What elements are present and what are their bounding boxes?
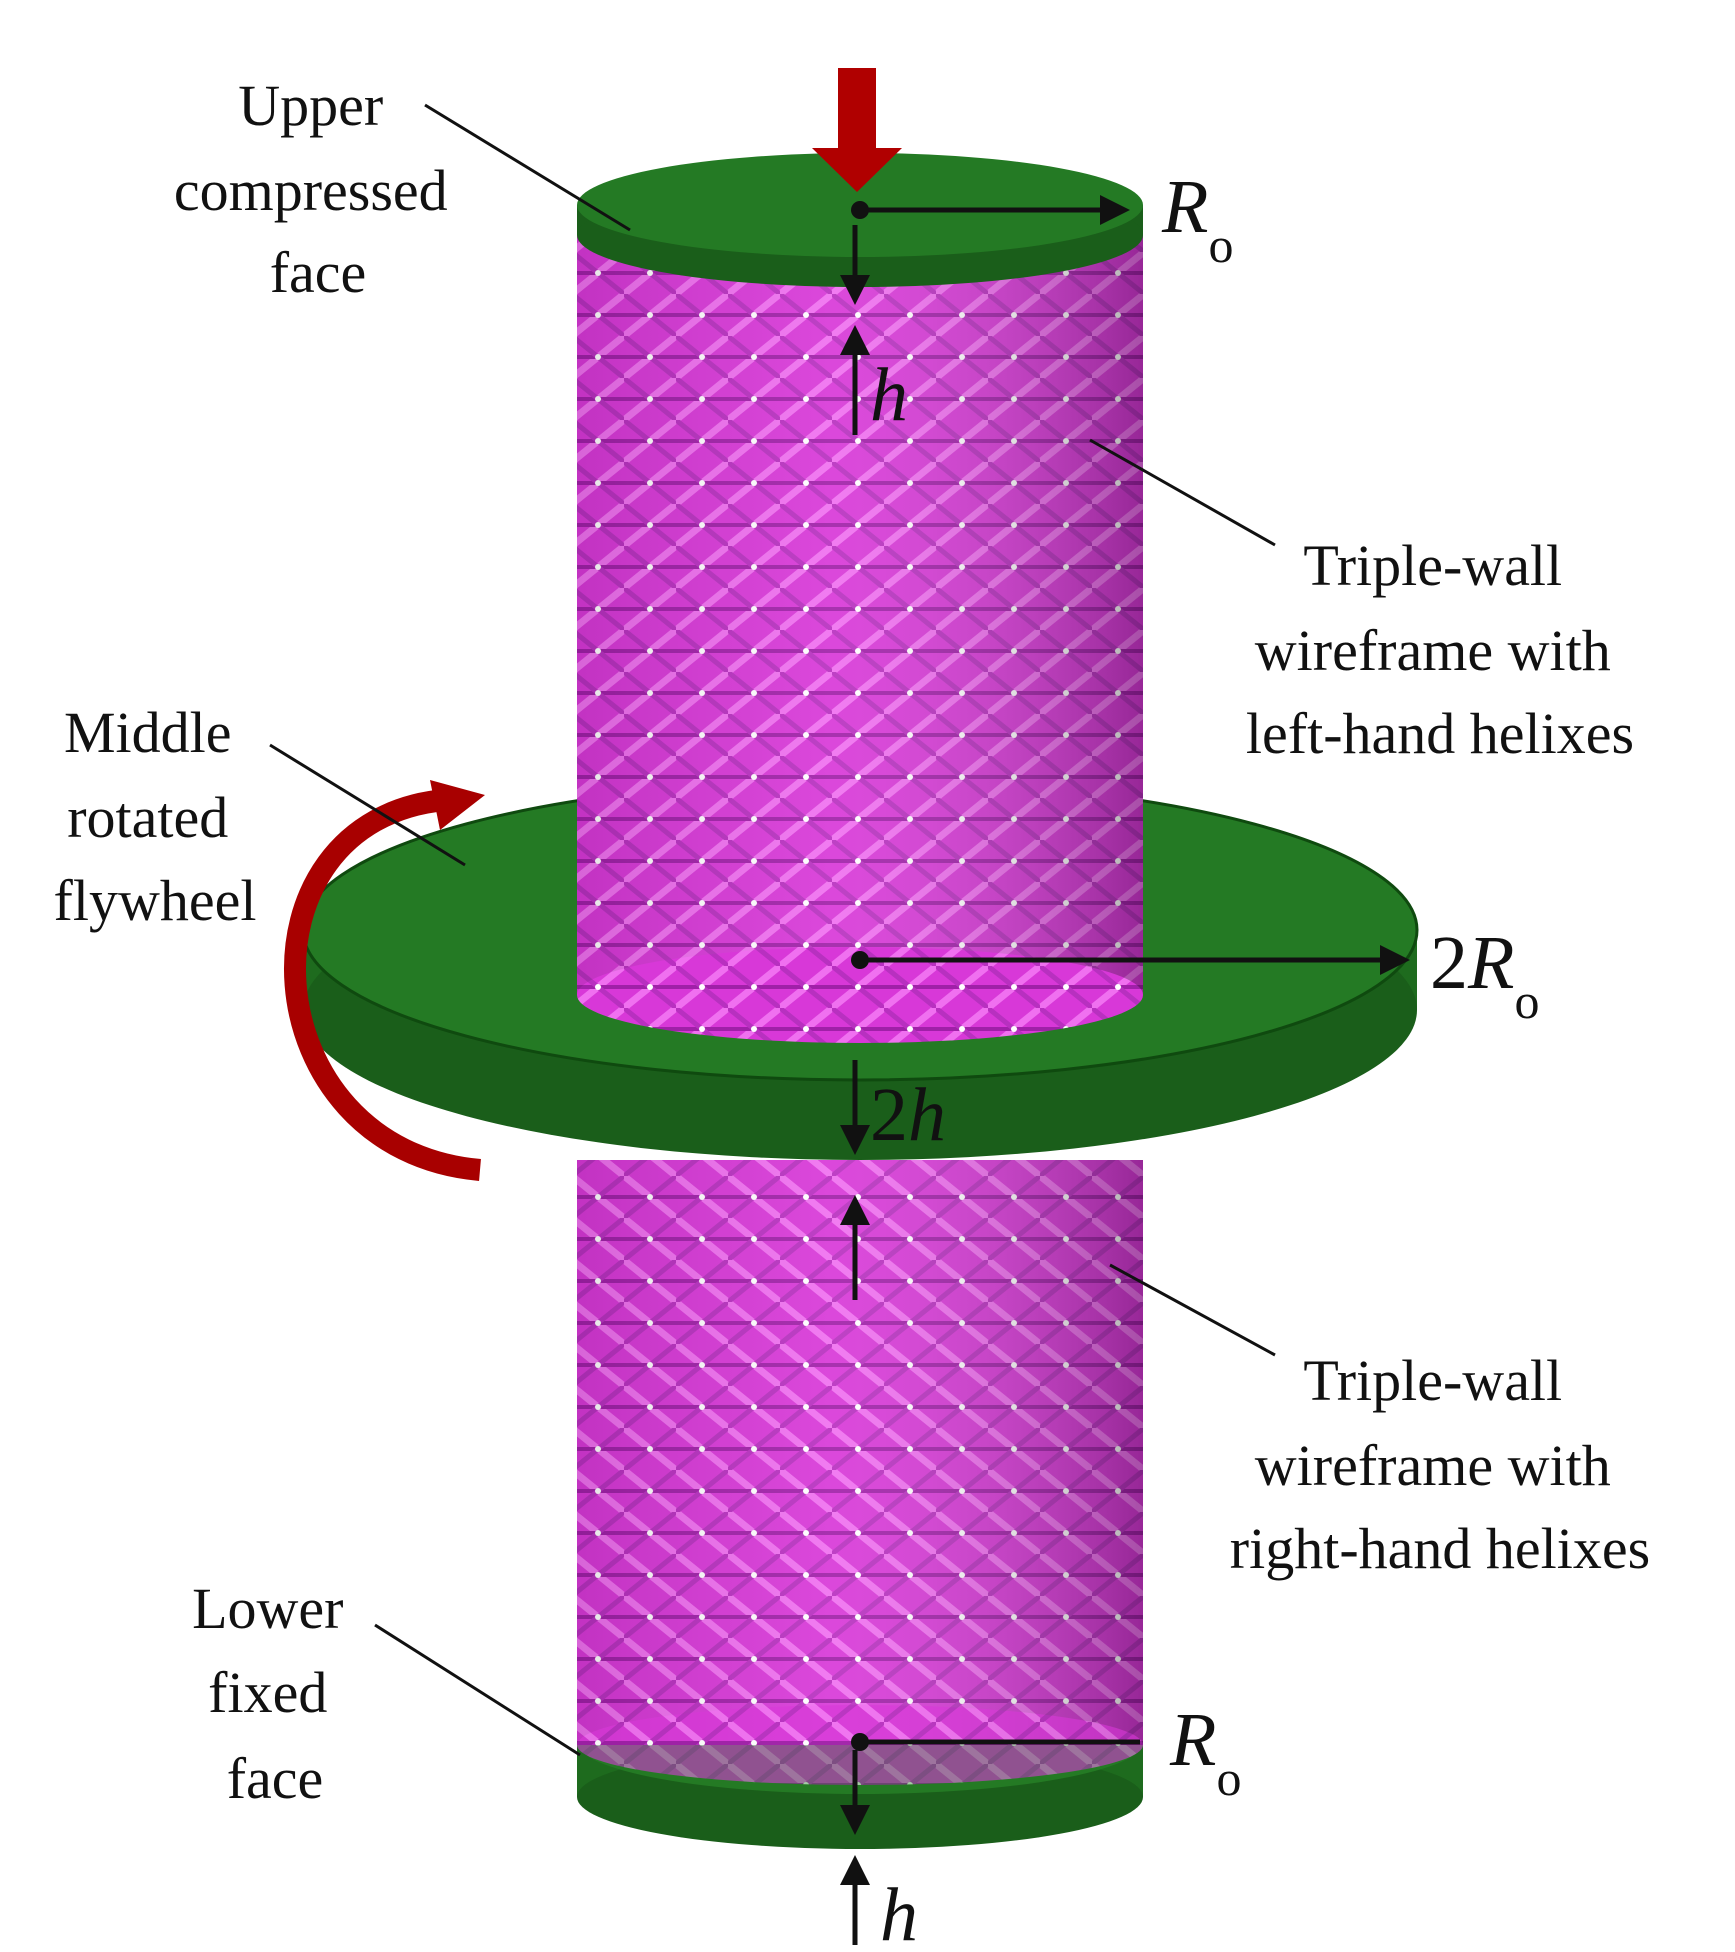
lower-lattice-cylinder <box>577 1160 1143 1785</box>
svg-text:Middle rotated flywhee: Middle rotated flywheel <box>54 700 257 933</box>
lower-radius-dimension <box>851 1733 1140 1751</box>
lower-face-label-1: Lower <box>192 1576 343 1641</box>
lower-radius-symbol: Ro <box>1169 1698 1241 1806</box>
lower-face-label-3: face <box>227 1746 324 1811</box>
right-helix-label-1: Triple-wall <box>1303 1348 1562 1413</box>
upper-height-symbol: h <box>870 353 908 437</box>
left-helix-label-2: wireframe with <box>1255 618 1611 683</box>
upper-radius-dimension <box>851 195 1130 225</box>
lower-height-symbol: h <box>880 1873 918 1952</box>
left-helix-label-3: left-hand helixes <box>1246 701 1634 766</box>
lower-face-label-2: fixed <box>208 1660 327 1725</box>
middle-radius-symbol: 2Ro <box>1430 921 1539 1029</box>
leader-lines <box>269 103 1276 1757</box>
middle-radius-dimension <box>851 945 1410 975</box>
middle-flywheel-label-3: flywheel <box>54 868 257 933</box>
upper-face-label-3: face <box>270 240 367 305</box>
middle-flywheel-label-2: rotated <box>67 785 228 850</box>
svg-text:Lower fixed face: Lower fixed face <box>192 1576 358 1811</box>
upper-face-label-2: compressed <box>174 158 448 223</box>
middle-flywheel-label-1: Middle <box>64 700 232 765</box>
left-helix-label-1: Triple-wall <box>1303 533 1562 598</box>
compression-arrow-icon <box>812 68 902 192</box>
right-helix-label-3: right-hand helixes <box>1230 1516 1650 1581</box>
upper-lattice-cylinder <box>577 215 1143 1043</box>
rotation-arrow-icon <box>284 780 485 1181</box>
middle-height-symbol: 2h <box>870 1073 946 1157</box>
upper-radius-symbol: Ro <box>1161 165 1233 273</box>
upper-face-label-1: Upper <box>238 73 383 138</box>
svg-text:Triple-wall wireframe with: Triple-wall wireframe with right-hand he… <box>1230 1348 1650 1581</box>
svg-text:Triple-wall wireframe with: Triple-wall wireframe with left-hand hel… <box>1246 533 1634 766</box>
svg-text:Upper compressed face: Upper compressed face <box>174 73 462 305</box>
right-helix-label-2: wireframe with <box>1255 1433 1611 1498</box>
